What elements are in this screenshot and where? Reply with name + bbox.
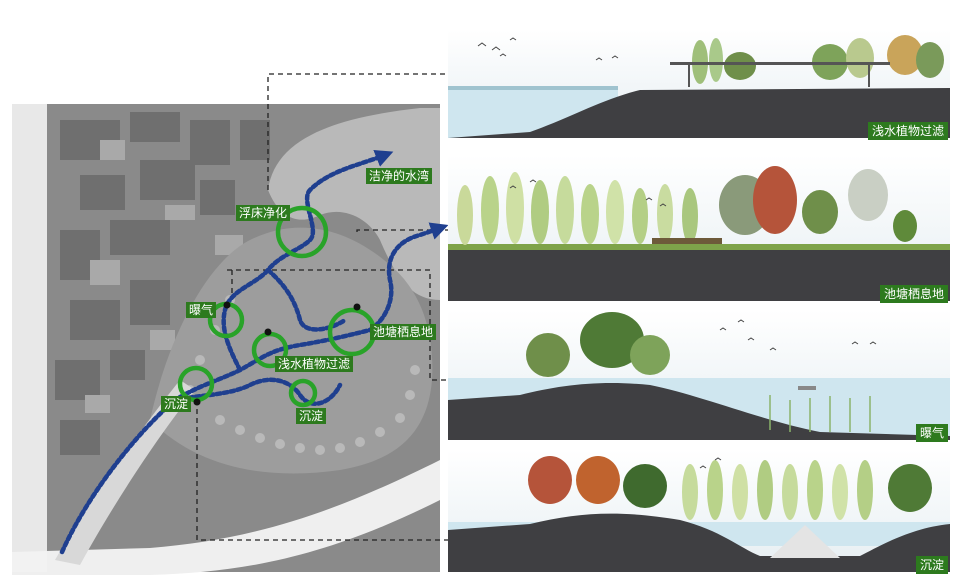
- ground-profile: [448, 383, 950, 440]
- section-label-shallow-filter: 浅水植物过滤: [867, 122, 948, 140]
- road-diagonal: [55, 380, 195, 565]
- birds: [699, 457, 722, 469]
- section-1-shallow-filter: [448, 30, 950, 138]
- section-3-aeration: [448, 310, 950, 440]
- birds: [477, 37, 619, 61]
- label-clean-bay: 洁净的水湾: [366, 168, 433, 184]
- ground-profile: [448, 88, 950, 138]
- label-pond-habitat: 池塘栖息地: [370, 324, 437, 340]
- section-label-aeration: 曝气: [915, 424, 948, 442]
- tree-texture: [185, 295, 420, 455]
- pavilion-roof: [670, 62, 890, 65]
- road-bottom: [12, 460, 440, 575]
- leader-lines: [196, 73, 448, 541]
- label-shallow-filter: 浅水植物过滤: [275, 356, 354, 372]
- sediment-pyramid: [770, 525, 840, 558]
- node-sedimentation-bottom: [288, 378, 318, 408]
- birds: [719, 319, 877, 351]
- trees: [692, 35, 944, 84]
- trees: [526, 312, 670, 377]
- trees: [528, 456, 932, 520]
- water-bay: [268, 108, 440, 300]
- section-label-sedimentation: 沉淀: [915, 556, 948, 574]
- label-sedimentation-bottom: 沉淀: [296, 408, 327, 424]
- park-area: [150, 227, 433, 474]
- node-dots: [193, 301, 361, 406]
- ground-profile: [448, 245, 950, 301]
- section-label-pond-habitat: 池塘栖息地: [879, 285, 948, 303]
- trees: [457, 166, 917, 245]
- map-frame-left: [12, 104, 47, 572]
- birds: [509, 179, 667, 207]
- urban-texture: [55, 112, 270, 455]
- label-floating-bed: 浮床净化: [236, 205, 291, 221]
- label-aeration: 曝气: [186, 302, 217, 318]
- node-floating-bed: [275, 205, 329, 259]
- section-2-pond-habitat: [448, 155, 950, 301]
- section-4-sedimentation: [448, 450, 950, 572]
- label-sedimentation-left: 沉淀: [161, 396, 192, 412]
- reeds: [769, 395, 871, 432]
